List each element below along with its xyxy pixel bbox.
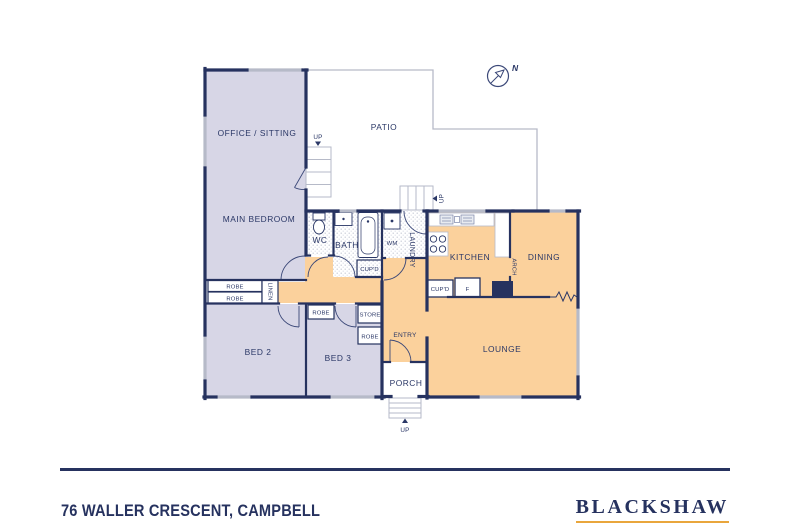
fireplace <box>492 281 513 298</box>
label-fridge: F <box>466 287 470 293</box>
brand-logo: BLACKSHAW <box>575 496 729 523</box>
rear-steps-arrow-icon <box>432 195 437 202</box>
rear-up-label: UP <box>439 194 446 203</box>
floorplan-svg: UP UP UP <box>202 63 582 434</box>
label-robe-bed3: ROBE <box>312 311 329 317</box>
label-office: OFFICE / SITTING <box>218 128 297 138</box>
walls-exterior <box>202 66 582 401</box>
room-bed2-fill <box>206 304 306 397</box>
kitchen-pantry <box>494 212 511 258</box>
door-arcs <box>277 167 428 363</box>
label-kitchen: KITCHEN <box>450 252 490 262</box>
label-laundry: LAUNDRY <box>408 232 415 267</box>
label-linen: LINEN <box>266 282 272 300</box>
label-arch: ARCH <box>510 258 516 275</box>
label-porch: PORCH <box>390 378 423 388</box>
label-lounge: LOUNGE <box>483 344 521 354</box>
label-robe-entry: ROBE <box>361 335 378 341</box>
label-wc: WC <box>313 235 328 245</box>
closet-boxes <box>207 259 383 345</box>
rear-steps <box>399 185 434 211</box>
patio-outline <box>306 69 538 211</box>
footer-rule <box>60 468 730 471</box>
patio-steps <box>305 146 332 198</box>
label-bed2: BED 2 <box>245 347 272 357</box>
patio-up-label: UP <box>313 134 322 141</box>
label-entry: ENTRY <box>393 332 417 339</box>
room-office-mainbed-fill <box>205 70 306 280</box>
walls-interior <box>203 209 551 399</box>
label-bath: BATH <box>335 240 359 250</box>
patio-steps-arrow-icon <box>315 141 321 146</box>
label-robe-main-1: ROBE <box>226 285 243 291</box>
washing-machine-icon <box>383 212 401 230</box>
bathtub-icon <box>357 212 379 258</box>
label-patio: PATIO <box>371 122 397 132</box>
porch-steps <box>388 397 422 419</box>
label-dining: DINING <box>528 252 560 262</box>
bath-sink-icon <box>334 212 353 226</box>
label-bed3: BED 3 <box>325 353 352 363</box>
windows <box>203 68 580 399</box>
stove-icon <box>426 231 449 257</box>
label-main-bedroom: MAIN BEDROOM <box>223 214 296 224</box>
north-label: N <box>512 63 519 73</box>
porch-up-label: UP <box>400 427 409 434</box>
label-wm: WM <box>387 241 398 247</box>
kitchen-sink-icon <box>439 214 475 225</box>
label-cupd-bath: CUP'D <box>360 267 379 273</box>
kitchen-bench <box>428 212 495 227</box>
label-cupd-kitchen: CUP'D <box>431 287 450 293</box>
label-robe-main-2: ROBE <box>226 297 243 303</box>
toilet-icon <box>312 212 326 235</box>
property-address: 76 WALLER CRESCENT, CAMPBELL <box>61 501 321 520</box>
hallway-fill <box>278 257 427 362</box>
compass-icon: N <box>486 63 519 88</box>
heater-zigzag-icon <box>549 290 578 303</box>
porch-steps-arrow-icon <box>402 418 408 423</box>
label-store: STORE <box>360 313 381 319</box>
robe-bed3-box <box>307 304 335 320</box>
